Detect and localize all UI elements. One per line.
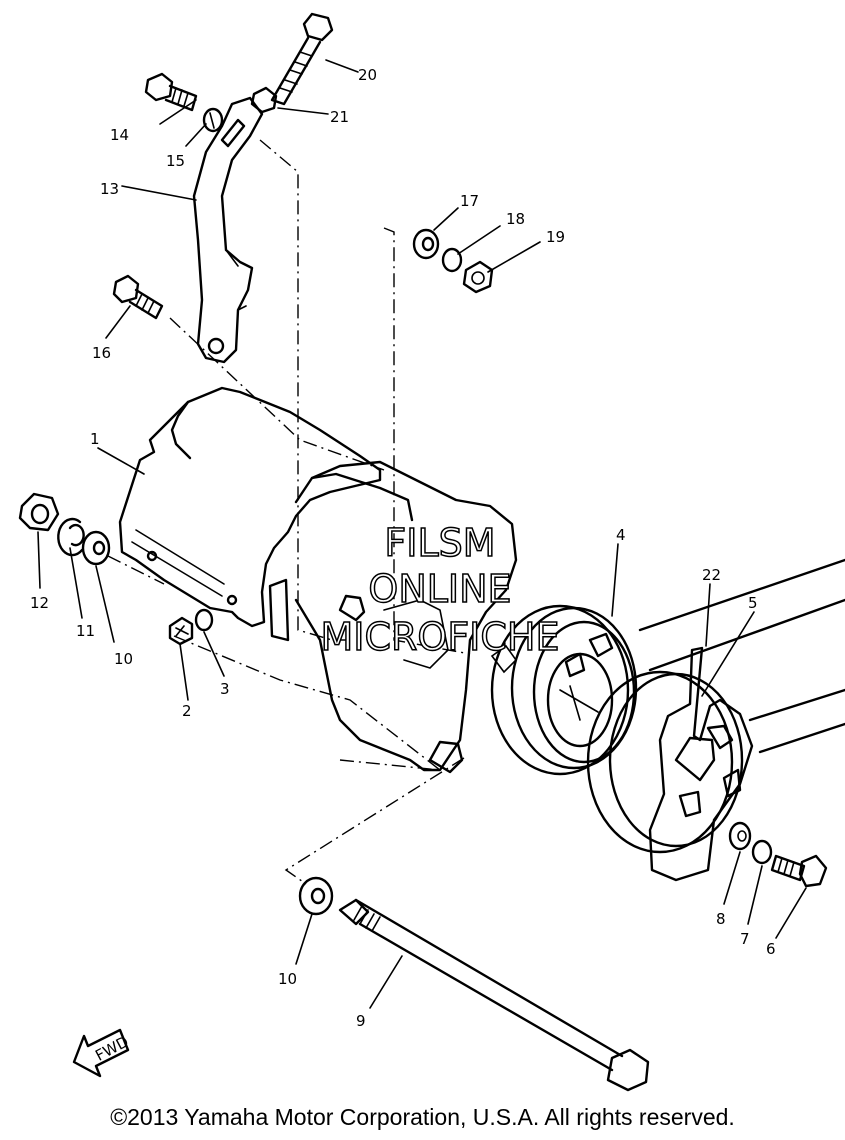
part-4-pulley bbox=[490, 604, 638, 776]
callout-17: 17 bbox=[460, 192, 479, 210]
callout-6: 6 bbox=[766, 940, 776, 958]
watermark: FILSM ONLINE MICROFICHE bbox=[320, 520, 561, 660]
part-15-washer bbox=[202, 107, 224, 133]
callout-20: 20 bbox=[358, 66, 377, 84]
callout-13: 13 bbox=[100, 180, 119, 198]
part-13-bracket bbox=[192, 96, 264, 364]
callout-2: 2 bbox=[182, 702, 192, 720]
part-21-nut bbox=[250, 86, 278, 114]
callout-11: 11 bbox=[76, 622, 95, 640]
callout-16: 16 bbox=[92, 344, 111, 362]
part-1-cover bbox=[118, 386, 382, 628]
callout-4: 4 bbox=[616, 526, 626, 544]
callout-19: 19 bbox=[546, 228, 565, 246]
watermark-line-1: FILSM bbox=[384, 521, 495, 565]
fwd-arrow-label: FWD bbox=[92, 1032, 131, 1064]
part-14-bolt bbox=[144, 72, 198, 112]
part-19-nut bbox=[462, 260, 494, 294]
leader-lines bbox=[37, 59, 807, 1009]
part-17-washer bbox=[412, 228, 440, 260]
part-10-washer-left bbox=[81, 530, 111, 566]
callout-10-lower: 10 bbox=[278, 970, 297, 988]
part-12-nut bbox=[18, 492, 60, 532]
callout-12: 12 bbox=[30, 594, 49, 612]
assembly-lines bbox=[107, 139, 471, 885]
callout-21: 21 bbox=[330, 108, 349, 126]
callout-22: 22 bbox=[702, 566, 721, 584]
part-2-screw bbox=[168, 616, 194, 646]
callout-8: 8 bbox=[716, 910, 726, 928]
fwd-arrow-icon: FWD bbox=[72, 1028, 132, 1078]
callout-9: 9 bbox=[356, 1012, 366, 1030]
callout-7: 7 bbox=[740, 930, 750, 948]
part-11-lockwasher bbox=[57, 517, 85, 557]
part-3-washer bbox=[194, 608, 214, 632]
callout-labels: 20 21 14 15 13 16 17 18 19 1 12 11 10 2 … bbox=[30, 66, 776, 1030]
callout-5: 5 bbox=[748, 594, 758, 612]
housing bbox=[268, 460, 518, 774]
part-22-shaft bbox=[638, 558, 845, 754]
callout-18: 18 bbox=[506, 210, 525, 228]
part-7-lockwasher bbox=[751, 839, 773, 865]
part-10-washer-lower bbox=[298, 876, 334, 916]
callout-10-left: 10 bbox=[114, 650, 133, 668]
copyright-notice: ©2013 Yamaha Motor Corporation, U.S.A. A… bbox=[110, 1104, 735, 1130]
part-20-bolt bbox=[270, 12, 334, 106]
callout-15: 15 bbox=[166, 152, 185, 170]
callout-14: 14 bbox=[110, 126, 129, 144]
part-8-washer bbox=[728, 821, 752, 851]
callout-3: 3 bbox=[220, 680, 230, 698]
watermark-line-2: ONLINE bbox=[368, 567, 511, 611]
callout-1: 1 bbox=[90, 430, 100, 448]
part-18-lockwasher bbox=[441, 247, 463, 273]
watermark-line-3: MICROFICHE bbox=[320, 615, 559, 659]
part-5-guard bbox=[586, 646, 754, 882]
part-6-bolt bbox=[770, 854, 828, 888]
part-9-bolt bbox=[338, 898, 650, 1092]
part-16-bolt bbox=[112, 274, 164, 320]
